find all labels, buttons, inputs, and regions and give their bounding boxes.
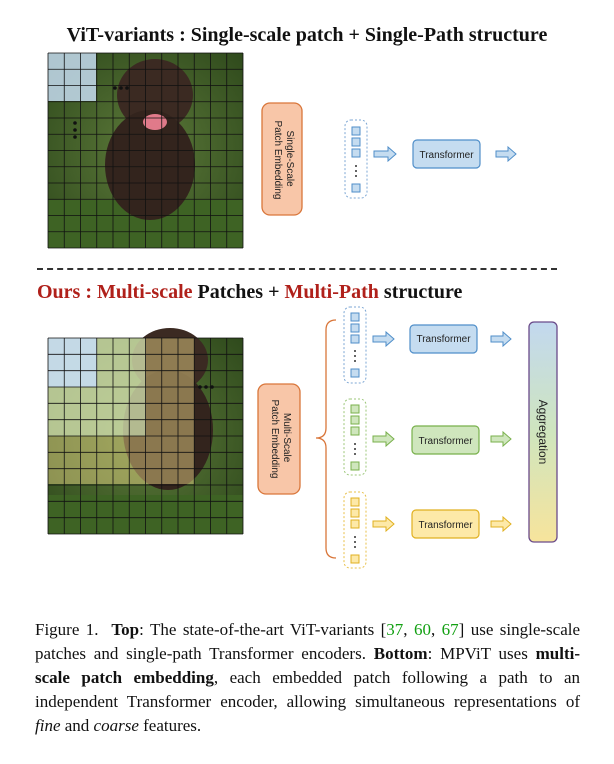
section-divider: [37, 268, 557, 270]
path3-arrow-2: [490, 515, 512, 533]
path-brace: [315, 319, 337, 559]
top-transformer-box: Transformer: [412, 139, 481, 169]
path2-arrow-1: [372, 430, 395, 448]
path2-transformer-box: Transformer: [411, 425, 480, 455]
title-multiscale: Multi-scale: [97, 281, 193, 303]
top-patch-grid: [47, 52, 244, 249]
bottom-embedding-label-1: Multi-Scale: [281, 413, 292, 463]
figure-caption: Figure 1. Top: The state-of-the-art ViT-…: [35, 618, 580, 738]
path3-transformer-label: Transformer: [418, 520, 473, 531]
top-token-column: [344, 119, 368, 199]
citation-67[interactable]: 67: [441, 620, 459, 639]
caption-text-1: : The state-of-the-art ViT-variants [: [139, 620, 387, 639]
path1-arrow-1: [372, 330, 395, 348]
path3-token-column: [343, 491, 367, 569]
path3-arrow-1: [372, 515, 395, 533]
title-patches: Patches +: [192, 281, 285, 303]
path1-arrow-2: [490, 330, 512, 348]
caption-fig-number: Figure 1.: [35, 620, 99, 639]
caption-italic-fine: fine: [35, 716, 61, 735]
path3-transformer-box: Transformer: [411, 509, 480, 539]
top-title: ViT-variants : Single-scale patch + Sing…: [66, 24, 548, 46]
caption-bottom-label: Bottom: [373, 644, 428, 663]
path2-arrow-2: [490, 430, 512, 448]
top-transformer-label: Transformer: [419, 150, 474, 161]
citation-37[interactable]: 37: [386, 620, 404, 639]
top-embedding-label-2: Patch Embedding: [272, 121, 283, 200]
citation-60[interactable]: 60: [413, 620, 431, 639]
caption-top-label: Top: [111, 620, 140, 639]
bottom-patch-grid: [47, 337, 244, 535]
top-arrow-2: [495, 145, 517, 163]
path2-transformer-label: Transformer: [418, 436, 473, 447]
path1-transformer-box: Transformer: [409, 324, 478, 354]
caption-sep-2: ,: [430, 620, 442, 639]
top-embedding-label-1: Single-Scale: [284, 131, 295, 188]
bottom-ellipsis: [198, 385, 214, 389]
path2-token-column: [343, 398, 367, 476]
top-embedding-box: Single-Scale Patch Embedding: [261, 102, 303, 216]
aggregation-box: Aggregation: [528, 321, 558, 543]
path1-token-column: [343, 306, 367, 384]
caption-text-2: ] use single-scale patches and single-pa…: [35, 620, 581, 663]
caption-text-4: , each embedded patch following a path t…: [35, 668, 581, 711]
aggregation-label: Aggregation: [536, 400, 550, 465]
caption-text-3: : MPViT uses: [427, 644, 536, 663]
svg-text:Multi-Scale Patch Embedd: Multi-Scale Patch Embedding: [269, 400, 292, 479]
top-arrow-1: [373, 145, 397, 163]
caption-bold-term: multi-scale patch embedding: [35, 644, 580, 687]
top-ellipsis: [73, 86, 129, 139]
bottom-embedding-box: Multi-Scale Patch Embedding: [257, 383, 301, 495]
path1-transformer-label: Transformer: [416, 334, 471, 345]
title-ours: Ours :: [37, 281, 97, 303]
bottom-embedding-label-2: Patch Embedding: [269, 400, 280, 479]
title-structure: structure: [378, 281, 463, 303]
caption-italic-coarse: coarse: [93, 716, 139, 735]
diagram-canvas: Single-Scale Patch Embedding Transformer…: [47, 52, 558, 569]
bottom-title: Ours : Multi-scale Patches + Multi-Path …: [37, 281, 597, 304]
caption-sep-1: ,: [403, 620, 414, 639]
caption-text-5: and: [60, 716, 94, 735]
svg-text:Single-Scale Patch Embed: Single-Scale Patch Embedding: [272, 121, 295, 200]
title-multipath: Multi-Path: [284, 281, 379, 303]
caption-text-6: features.: [138, 716, 202, 735]
